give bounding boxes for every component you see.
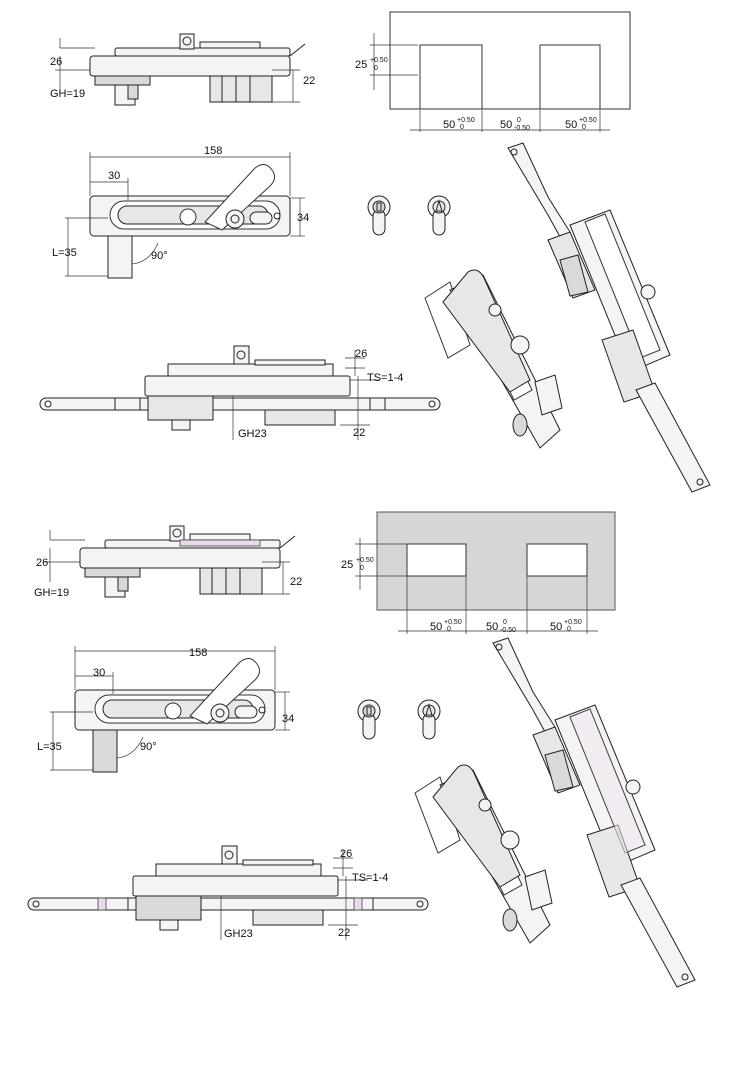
top-view-a: 158 30 34 L=35 90° xyxy=(52,145,309,279)
cutout-hole-right xyxy=(539,44,601,110)
front-dim-22: 22 xyxy=(353,427,365,439)
cutout-w1-tol-lo: 0 xyxy=(460,124,464,131)
side-dim-26-b: 26 xyxy=(36,557,48,569)
front-dim-22-b: 22 xyxy=(338,927,350,939)
cutout-w3-tol-up-b: +0.50 xyxy=(564,619,582,626)
isometric-rod-b xyxy=(492,637,696,988)
panel-cutout-b: 25 +0.50 0 50 +0.50 0 50 0 -0.50 50 +0.5… xyxy=(341,511,616,634)
cutout-h: 25 xyxy=(355,59,367,71)
top-dim-30-b: 30 xyxy=(93,667,105,679)
cutout-w3-tol-lo: 0 xyxy=(582,124,586,131)
cutout-w3: 50 xyxy=(565,119,577,131)
top-angle: 90° xyxy=(151,250,168,262)
cutout-h-tol-lo: 0 xyxy=(374,65,378,72)
side-gh-label-b: GH=19 xyxy=(34,587,69,599)
cutout-w2-b: 50 xyxy=(486,621,498,633)
cutout-w3-tol-up: +0.50 xyxy=(579,117,597,124)
top-view-b: 158 30 34 L=35 90° xyxy=(37,645,294,773)
side-dim-22: 22 xyxy=(303,75,315,87)
isometric-handle-a xyxy=(424,269,563,449)
side-view-a: 26 22 GH=19 xyxy=(50,33,315,106)
cutout-w2-tol-lo-b: -0.50 xyxy=(500,627,516,634)
top-dim-l-b: L=35 xyxy=(37,741,62,753)
cutout-w1-tol-up: +0.50 xyxy=(457,117,475,124)
cutout-w3-tol-lo-b: 0 xyxy=(567,626,571,633)
cutout-h-tol-up: +0.50 xyxy=(370,57,388,64)
front-ts-b: TS=1-4 xyxy=(352,872,388,884)
top-dim-l: L=35 xyxy=(52,247,77,259)
cutout-h-tol-lo-b: 0 xyxy=(360,565,364,572)
cutout-w1-tol-up-b: +0.50 xyxy=(444,619,462,626)
cutout-w2: 50 xyxy=(500,119,512,131)
front-gh-b: GH23 xyxy=(224,928,253,940)
top-dim-158: 158 xyxy=(204,145,222,157)
front-ts: TS=1-4 xyxy=(367,372,403,384)
cutout-h-b: 25 xyxy=(341,559,353,571)
cutout-w2-tol-up-b: 0 xyxy=(503,619,507,626)
cutout-w1-tol-lo-b: 0 xyxy=(447,626,451,633)
top-dim-158-b: 158 xyxy=(189,647,207,659)
top-dim-34-b: 34 xyxy=(282,713,294,725)
key-cylinder-icons-b xyxy=(357,699,441,740)
front-dim-26-b: 26 xyxy=(340,848,352,860)
cutout-hole-left xyxy=(419,44,483,110)
front-view-b: 26 TS=1-4 22 GH23 xyxy=(27,845,429,941)
side-dim-26: 26 xyxy=(50,56,62,68)
side-dim-22-b: 22 xyxy=(290,576,302,588)
cutout-h-tol-up-b: +0.50 xyxy=(356,557,374,564)
cutout-w2-tol-lo: -0.50 xyxy=(514,125,530,132)
key-cylinder-icons-a xyxy=(367,195,451,236)
cutout-dimensions-a: 25 +0.50 0 50 +0.50 0 50 0 -0.50 50 +0.5… xyxy=(355,32,611,133)
top-angle-b: 90° xyxy=(140,741,157,753)
side-view-b: 26 22 GH=19 xyxy=(34,525,302,599)
front-view-a: 26 TS=1-4 22 GH23 xyxy=(39,345,441,441)
cutout-w2-tol-up: 0 xyxy=(517,117,521,124)
top-dim-34: 34 xyxy=(297,212,309,224)
front-dim-26: 26 xyxy=(355,348,367,360)
cutout-w1: 50 xyxy=(443,119,455,131)
cutout-w3-b: 50 xyxy=(550,621,562,633)
top-dim-30: 30 xyxy=(108,170,120,182)
front-gh: GH23 xyxy=(238,428,267,440)
cutout-w1-b: 50 xyxy=(430,621,442,633)
side-gh-label: GH=19 xyxy=(50,88,85,100)
isometric-handle-b xyxy=(414,764,553,944)
